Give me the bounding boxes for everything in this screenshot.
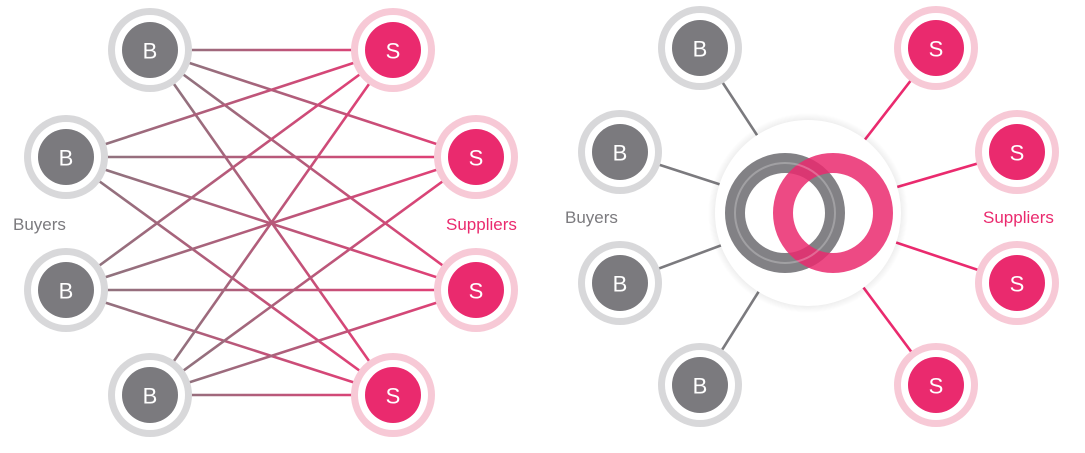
buyer-letter: B	[693, 37, 708, 62]
left-buyers-label: Buyers	[13, 215, 66, 234]
mesh-edge	[149, 48, 477, 292]
left-buyer-node: B	[24, 115, 108, 199]
left-supplier-node: S	[351, 8, 435, 92]
left-supplier-node: S	[351, 353, 435, 437]
buyer-letter: B	[613, 272, 628, 297]
right-buyer-node: B	[658, 6, 742, 90]
right-buyers-label: Buyers	[565, 208, 618, 227]
right-suppliers-label: Suppliers	[983, 208, 1054, 227]
right-supplier-node: S	[975, 110, 1059, 194]
hub-ring-pink	[773, 153, 893, 273]
left-supplier-node: S	[434, 248, 518, 332]
supplier-letter: S	[1010, 272, 1025, 297]
supplier-letter: S	[469, 146, 484, 171]
mesh-edge	[65, 155, 394, 397]
supplier-letter: S	[929, 37, 944, 62]
left-supplier-node: S	[434, 115, 518, 199]
supplier-letter: S	[1010, 141, 1025, 166]
mesh-edge	[149, 288, 477, 397]
supplier-letter: S	[386, 384, 401, 409]
right-buyer-node: B	[578, 241, 662, 325]
left-mesh-edges	[65, 48, 477, 397]
buyer-letter: B	[693, 374, 708, 399]
mesh-edge	[149, 48, 477, 159]
left-suppliers-label: Suppliers	[446, 215, 517, 234]
mesh-edge	[149, 155, 477, 397]
buyer-letter: B	[59, 279, 74, 304]
mesh-edge	[65, 48, 394, 292]
supplier-letter: S	[929, 374, 944, 399]
nodes-layer: B B B B S S S S B B B B S S S S	[24, 6, 1059, 437]
right-supplier-node: S	[975, 241, 1059, 325]
right-buyer-node: B	[578, 110, 662, 194]
right-buyer-node: B	[658, 343, 742, 427]
buyer-letter: B	[143, 384, 158, 409]
hub-ring-gray	[725, 153, 845, 273]
left-buyer-node: B	[24, 248, 108, 332]
hub-logo	[708, 113, 908, 313]
buyer-letter: B	[613, 141, 628, 166]
right-supplier-node: S	[894, 343, 978, 427]
mesh-edge	[65, 288, 394, 397]
supplier-letter: S	[386, 39, 401, 64]
buyer-letter: B	[59, 146, 74, 171]
left-buyer-node: B	[108, 8, 192, 92]
mesh-edge	[65, 48, 394, 159]
supplier-letter: S	[469, 279, 484, 304]
buyer-letter: B	[143, 39, 158, 64]
right-supplier-node: S	[894, 6, 978, 90]
left-buyer-node: B	[108, 353, 192, 437]
mesh-edge	[148, 49, 395, 396]
